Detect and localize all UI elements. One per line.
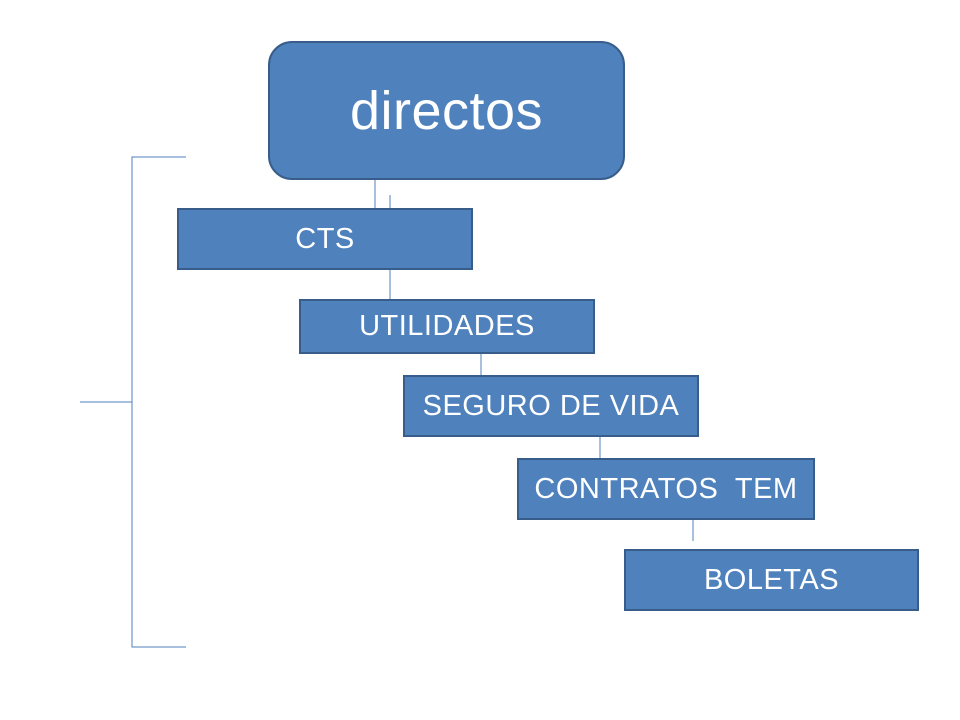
root-node-label: directos (349, 80, 544, 141)
node-contratos-tem-label: CONTRATOS TEM (534, 472, 798, 505)
node-seguro-de-vida: SEGURO DE VIDA (403, 375, 699, 437)
node-seguro-de-vida-label: SEGURO DE VIDA (422, 389, 680, 422)
node-contratos-tem: CONTRATOS TEM (517, 458, 815, 520)
node-boletas-label: BOLETAS (703, 563, 840, 596)
node-cts-label: CTS (295, 222, 355, 255)
node-utilidades: UTILIDADES (299, 299, 595, 354)
node-boletas: BOLETAS (624, 549, 919, 611)
node-utilidades-label: UTILIDADES (359, 310, 535, 342)
root-node: directos (268, 41, 625, 180)
node-cts: CTS (177, 208, 473, 270)
